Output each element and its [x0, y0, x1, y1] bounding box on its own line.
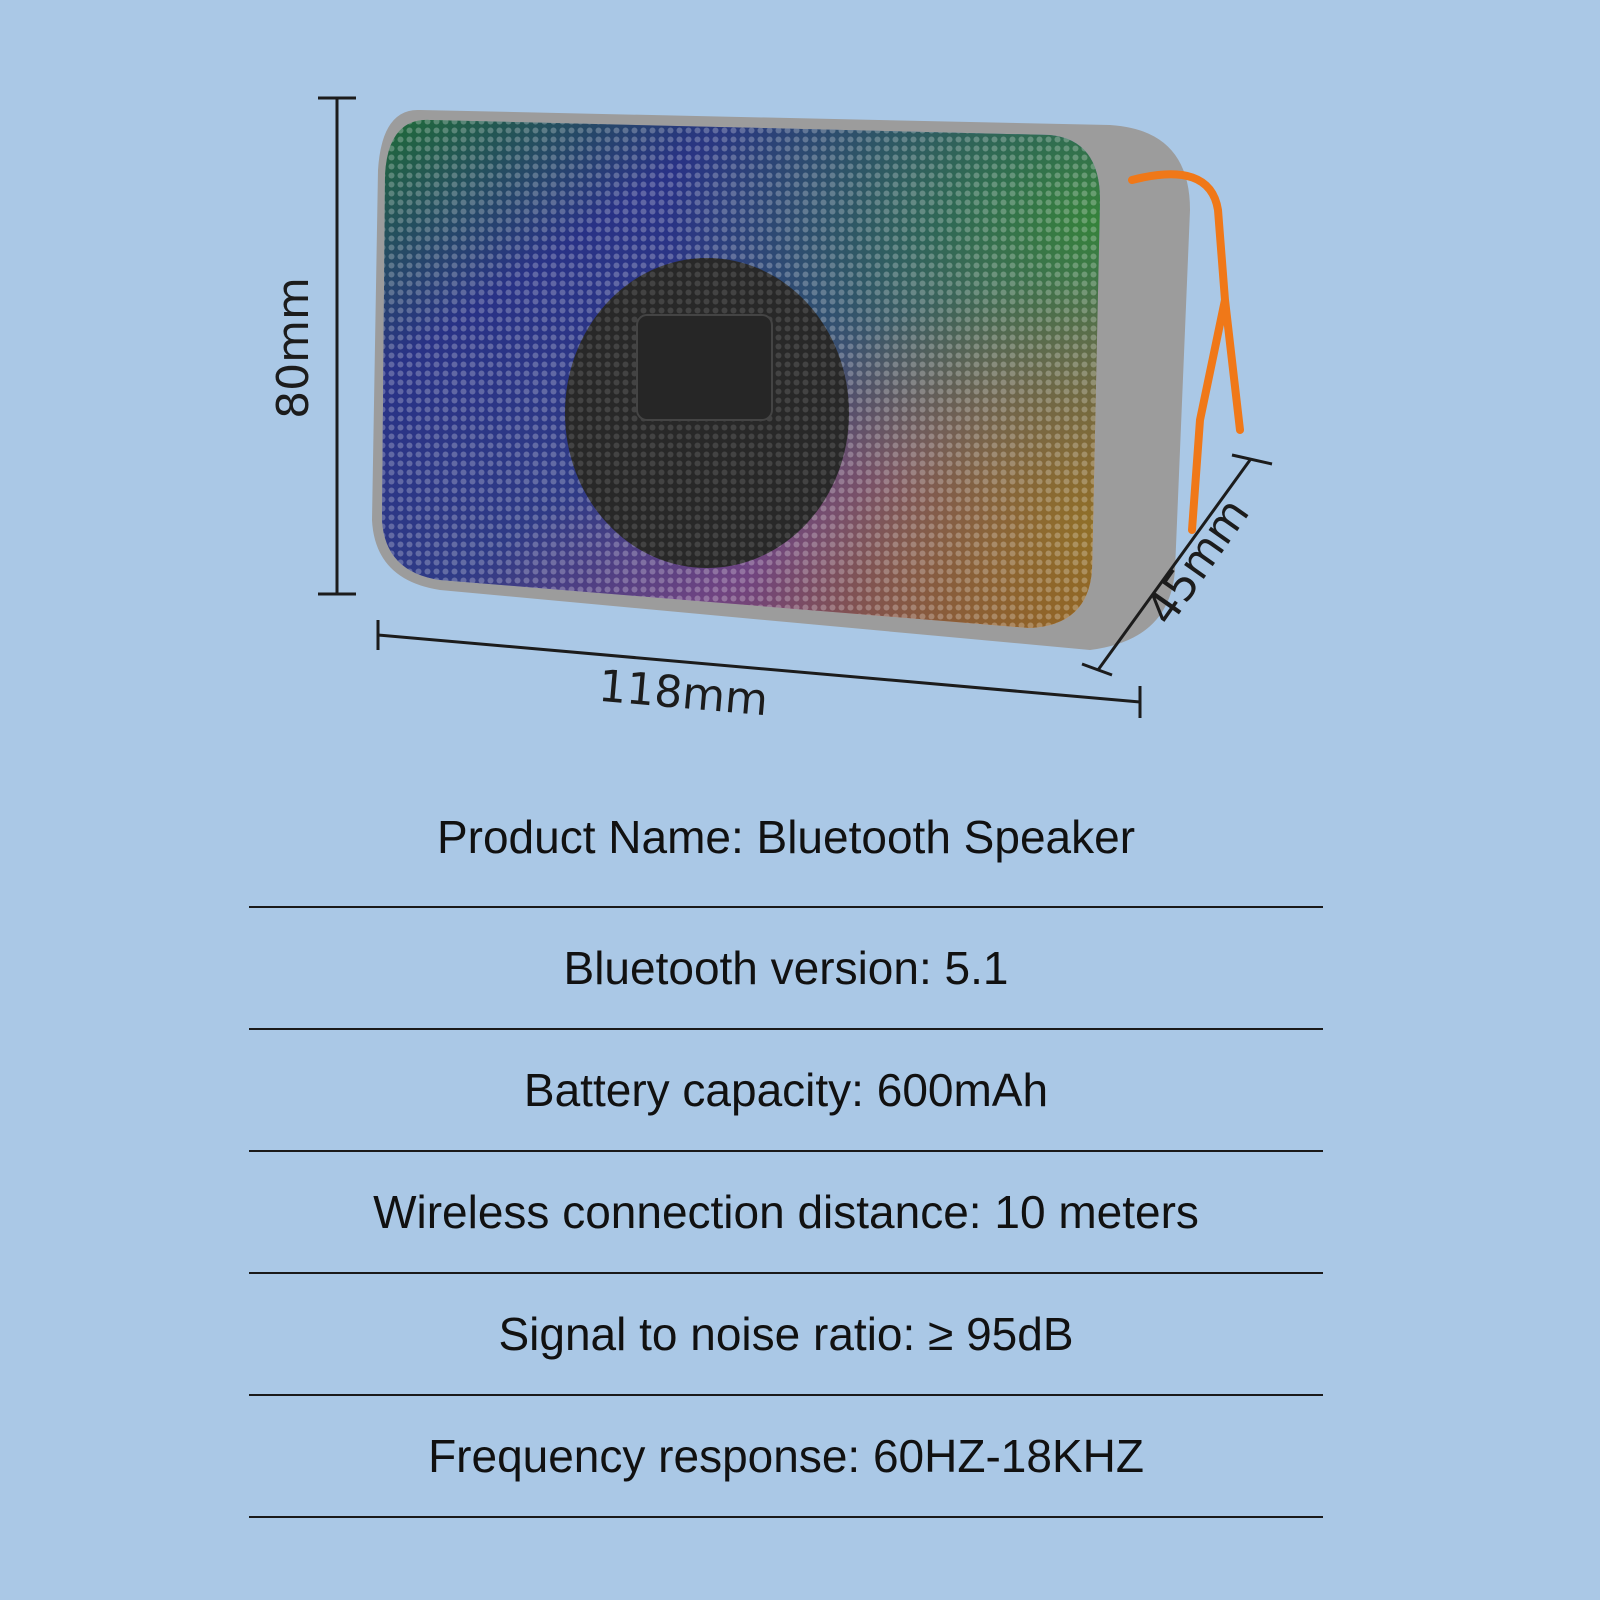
strap [1128, 170, 1244, 534]
width-label: 118mm [597, 661, 771, 727]
spec-snr: Signal to noise ratio: ≥ 95dB [249, 1274, 1323, 1396]
spec-frequency-response: Frequency response: 60HZ-18KHZ [249, 1396, 1323, 1518]
height-label: 80mm [268, 277, 319, 419]
spec-product-name: Product Name: Bluetooth Speaker [249, 790, 1323, 908]
spec-wireless-distance: Wireless connection distance: 10 meters [249, 1152, 1323, 1274]
speaker-illustration: 80mm 118mm 45mm [268, 96, 1273, 727]
speaker-logo-plate [636, 314, 773, 421]
spec-list: Product Name: Bluetooth Speaker Bluetoot… [249, 790, 1323, 1518]
spec-battery-capacity: Battery capacity: 600mAh [249, 1030, 1323, 1152]
spec-bluetooth-version: Bluetooth version: 5.1 [249, 908, 1323, 1030]
